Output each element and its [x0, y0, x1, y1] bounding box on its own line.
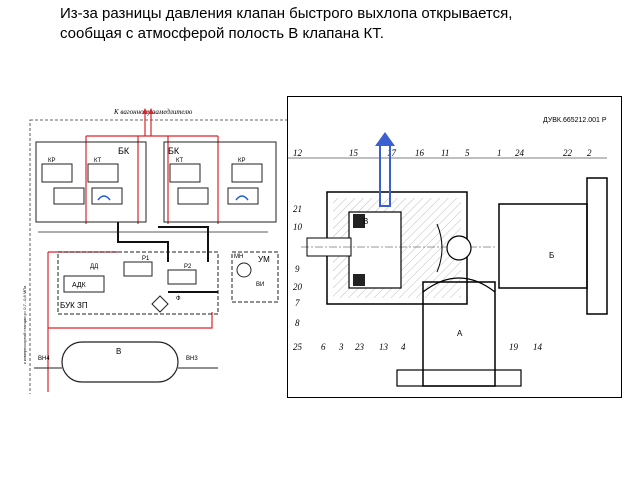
callout: 15 [349, 148, 359, 158]
center-disc [446, 235, 472, 261]
r2-label: Р2 [184, 264, 192, 270]
black-pipe [158, 226, 209, 262]
arrow-up-icon [142, 108, 148, 114]
caption-line-2: сообщая с атмосферой полость В клапана К… [60, 25, 384, 42]
r1-label: Р1 [142, 256, 150, 262]
callout: 10 [293, 222, 303, 232]
top-callouts: 12 15 17 16 11 5 1 24 22 2 [293, 148, 592, 158]
dd-label: ДД [90, 264, 98, 270]
adk-box [63, 275, 105, 293]
section-drawing: ДУВК.665212.001 Р 12 15 17 16 11 5 1 24 … [287, 96, 622, 398]
valve-block [177, 187, 209, 205]
valve-block [53, 187, 85, 205]
r1-valve [123, 261, 153, 277]
seal [353, 274, 365, 286]
bk-right-label: БК [168, 146, 180, 156]
reservoir-label: В [116, 347, 121, 356]
doc-code: ДУВК.665212.001 Р [543, 117, 607, 124]
arrow-up-icon [148, 108, 154, 114]
valve-block [227, 187, 259, 205]
kr-label: КР [48, 158, 56, 164]
callout: 22 [563, 148, 573, 158]
vn3-label: ВН3 [186, 356, 198, 362]
callout: 20 [293, 282, 303, 292]
kt-label: КТ [94, 158, 101, 164]
callout: 25 [293, 342, 303, 352]
inlet-flange [396, 369, 522, 387]
callout: 24 [515, 148, 525, 158]
block-buk [57, 251, 219, 315]
valve-kr [231, 163, 263, 183]
valve-kr [41, 163, 73, 183]
seal [353, 214, 365, 228]
mn-label: МН [234, 254, 243, 260]
pneumatic-schematic: К вагонному замедлителю БК БК КР КТ КТ К… [18, 92, 294, 394]
side-note: к компрессорной станции p= 0,7...0,8 МПа [22, 285, 27, 364]
adk-label: АДК [72, 282, 87, 289]
callout: 3 [338, 342, 344, 352]
cavity-b-label: Б [549, 251, 554, 260]
f-label: Ф [176, 296, 181, 302]
inlet-dome [422, 277, 496, 293]
valve-kt [87, 163, 119, 183]
callout: 4 [401, 342, 406, 352]
block-bk-right [163, 141, 277, 223]
callout: 13 [379, 342, 389, 352]
callout: 16 [415, 148, 425, 158]
callout: 5 [465, 148, 470, 158]
blue-spring [97, 195, 111, 201]
callout: 2 [587, 148, 592, 158]
reservoir-tank [61, 341, 179, 383]
exhaust-arrow-icon [375, 132, 395, 146]
vn4-label: ВН4 [38, 356, 50, 362]
callout: 21 [293, 204, 302, 214]
r2-valve [167, 269, 197, 285]
cavity-v-label: В [363, 217, 368, 226]
valve-kt [169, 163, 201, 183]
cavity-a-label: А [457, 329, 463, 338]
manometer-icon [236, 262, 252, 278]
callout: 9 [295, 264, 300, 274]
schematic-frame [29, 119, 293, 394]
block-bk-left [35, 141, 147, 223]
callout: 19 [509, 342, 519, 352]
buk-label: БУК ЗП [60, 301, 88, 310]
um-label: УМ [258, 255, 270, 264]
callout: 7 [295, 298, 300, 308]
callout: 6 [321, 342, 326, 352]
callout: 11 [441, 148, 449, 158]
vi-label: ВИ [256, 282, 264, 288]
outlet-flange [586, 177, 608, 315]
callout: 14 [533, 342, 543, 352]
valve-block [91, 187, 123, 205]
caption-line-1: Из-за разницы давления клапан быстрого в… [60, 5, 513, 22]
valve-section-drawing: ДУВК.665212.001 Р 12 15 17 16 11 5 1 24 … [287, 96, 622, 398]
kr-label: КР [238, 158, 246, 164]
bk-left-label: БК [118, 146, 130, 156]
callout: 17 [387, 148, 397, 158]
filter-icon [151, 295, 169, 313]
schematic-drawing: К вагонному замедлителю БК БК КР КТ КТ К… [22, 108, 293, 394]
spring [436, 223, 443, 273]
caption-text: Из-за разницы давления клапан быстрого в… [60, 4, 620, 44]
callout: 12 [293, 148, 303, 158]
callout: 8 [295, 318, 300, 328]
callout: 1 [497, 148, 502, 158]
callout: 23 [355, 342, 365, 352]
left-callouts: 21 10 9 20 7 8 [293, 204, 303, 328]
kt-label: КТ [176, 158, 183, 164]
bottom-callouts: 25 6 3 23 13 4 19 14 [293, 342, 543, 352]
red-line [48, 312, 213, 329]
blue-spring [235, 195, 249, 201]
